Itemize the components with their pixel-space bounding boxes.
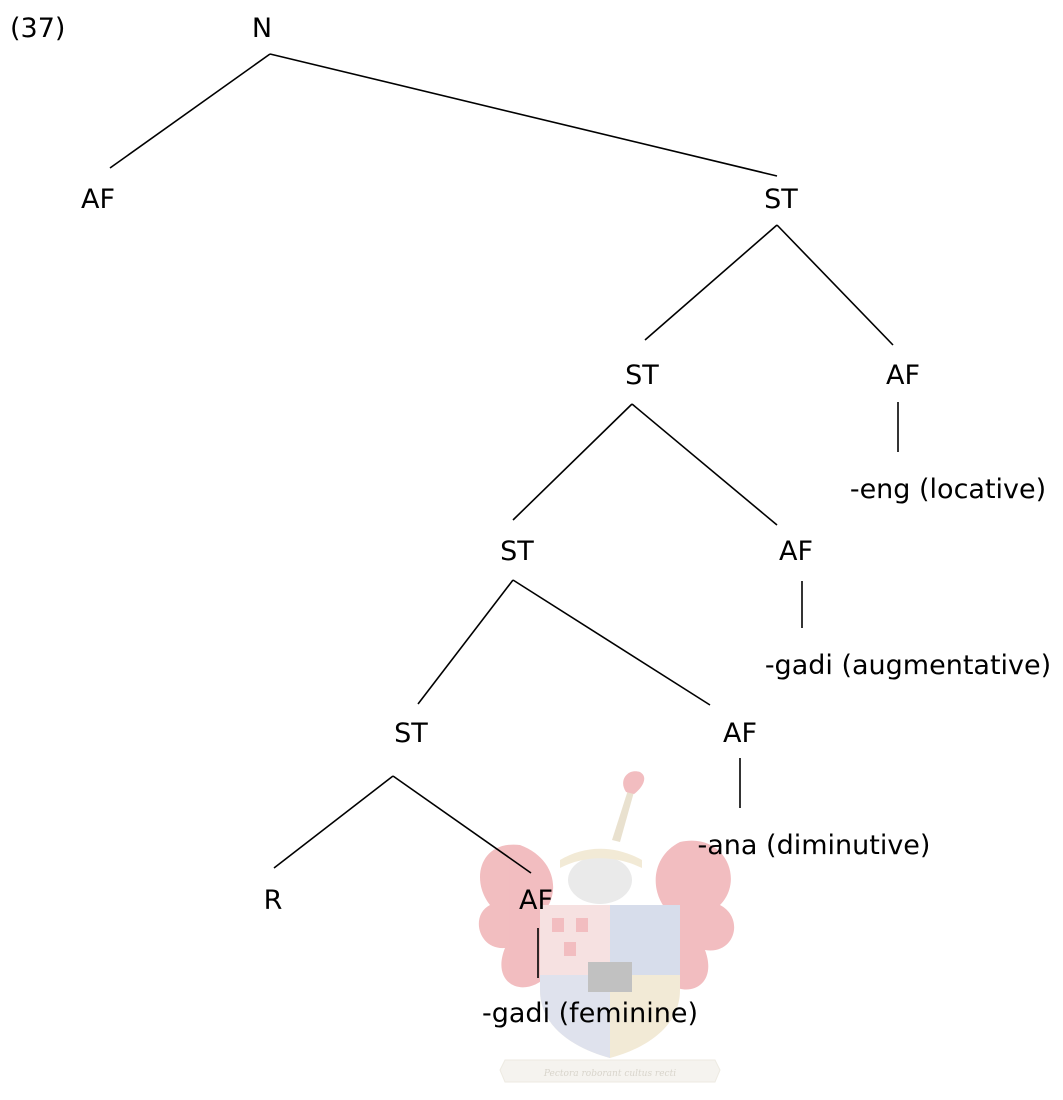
crest-helmet	[568, 856, 632, 904]
edge-st4-to-af-feminine	[392, 775, 532, 874]
crest-shield-quarter-blue	[610, 905, 680, 975]
node-st-4: ST	[394, 718, 428, 749]
edge-n-to-st1	[269, 53, 778, 177]
gloss-locative: -eng (locative)	[850, 474, 1046, 505]
node-root-n: N	[252, 13, 272, 44]
crest-mantling-left	[478, 844, 554, 988]
gloss-feminine: -gadi (feminine)	[482, 998, 698, 1029]
node-st-2: ST	[625, 360, 659, 391]
edge-n-to-af	[109, 53, 271, 169]
crest-motto-scroll	[499, 1059, 721, 1083]
edge-st2-to-st3	[512, 403, 633, 521]
university-crest-watermark: Pectora roborant cultus recti	[478, 771, 735, 1083]
edge-st2-to-af-augmentative	[631, 403, 778, 526]
edge-st1-to-af-locative	[776, 224, 894, 346]
node-st-1: ST	[764, 184, 798, 215]
edge-st3-to-af-diminutive	[512, 579, 711, 706]
crest-wreath	[560, 848, 642, 868]
example-number: (37)	[10, 13, 65, 44]
tree-labels: (37) N AF ST ST AF -eng (locative) ST AF…	[10, 13, 1051, 1029]
crest-torch	[612, 790, 634, 842]
crest-tower-icon	[564, 942, 576, 956]
tree-edges	[109, 53, 899, 978]
node-st-3: ST	[500, 536, 534, 567]
node-af-feminine: AF	[519, 885, 553, 916]
crest-shield-center	[588, 962, 632, 992]
node-af-top: AF	[81, 184, 115, 215]
node-af-augmentative: AF	[779, 536, 813, 567]
crest-motto: Pectora roborant cultus recti	[543, 1069, 676, 1079]
node-af-diminutive: AF	[723, 718, 757, 749]
crest-tower-icon	[576, 918, 588, 932]
node-r: R	[264, 885, 283, 916]
gloss-augmentative: -gadi (augmentative)	[765, 650, 1051, 681]
edge-st1-to-st2	[644, 224, 778, 341]
node-af-locative: AF	[886, 360, 920, 391]
crest-flame	[623, 771, 645, 794]
edge-st4-to-r	[273, 775, 394, 869]
crest-tower-icon	[552, 918, 564, 932]
gloss-diminutive: -ana (diminutive)	[698, 830, 931, 861]
crest-shield-quarter-lower-left	[540, 975, 610, 1058]
edge-st3-to-st4	[417, 579, 514, 705]
